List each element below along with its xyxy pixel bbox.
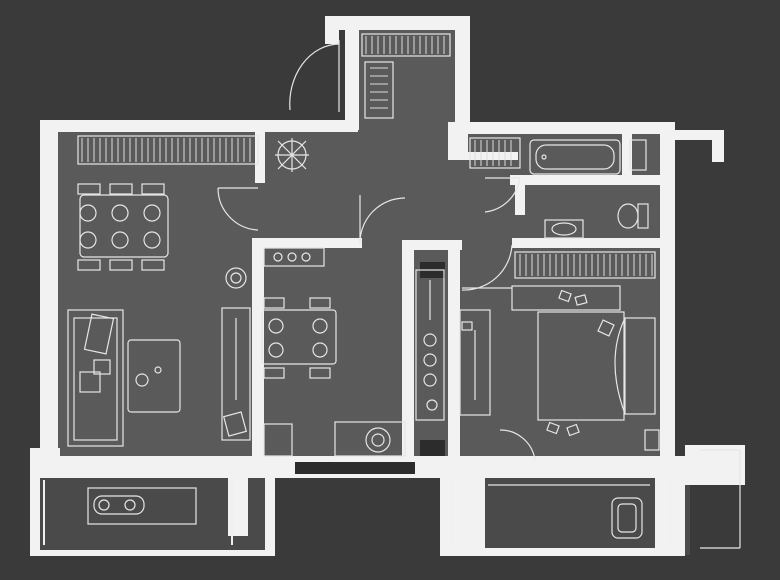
balcony-chair-right bbox=[611, 497, 643, 539]
doors bbox=[217, 40, 536, 461]
radiator-entry bbox=[361, 33, 451, 57]
balcony-bench-left bbox=[87, 487, 197, 525]
bath-door bbox=[484, 177, 521, 213]
dining-table-living bbox=[77, 183, 169, 271]
kitchen-furniture bbox=[261, 247, 445, 457]
kitchen-door bbox=[359, 195, 406, 246]
nightstand-lamps bbox=[546, 421, 660, 451]
radiator-living-room bbox=[77, 135, 259, 165]
toilet-icon bbox=[617, 203, 649, 229]
radiator-bath bbox=[469, 137, 521, 169]
bathroom-fixtures bbox=[529, 139, 649, 239]
kitchen-counter-top bbox=[263, 247, 325, 267]
radiator-bedroom bbox=[514, 251, 656, 279]
balcony-door-left bbox=[499, 429, 536, 461]
dining-table-kitchen bbox=[261, 297, 337, 379]
washer-box bbox=[629, 139, 647, 171]
armchair-icon bbox=[225, 267, 247, 289]
coffee-table bbox=[127, 339, 181, 413]
kitchen-cabinets bbox=[415, 269, 445, 421]
tv-stand bbox=[221, 307, 251, 441]
washing-machine-icon bbox=[334, 421, 406, 457]
balcony-furniture bbox=[43, 449, 741, 549]
fridge bbox=[263, 423, 293, 457]
sofa bbox=[67, 309, 124, 447]
radiators bbox=[77, 33, 656, 279]
living-room-furniture bbox=[67, 138, 309, 447]
bedroom-door bbox=[461, 244, 513, 291]
shoe-rack bbox=[364, 61, 394, 119]
balcony-rails bbox=[43, 449, 741, 549]
bathtub bbox=[529, 139, 621, 175]
living-room-door bbox=[217, 187, 259, 231]
bed bbox=[537, 311, 656, 421]
walls bbox=[30, 16, 745, 556]
ceiling-light-icon bbox=[275, 138, 309, 172]
entry-door bbox=[289, 40, 340, 112]
wardrobe bbox=[511, 285, 621, 311]
bedroom-furniture bbox=[511, 285, 660, 451]
hallway-closet bbox=[459, 309, 491, 416]
sink-icon bbox=[544, 219, 584, 239]
